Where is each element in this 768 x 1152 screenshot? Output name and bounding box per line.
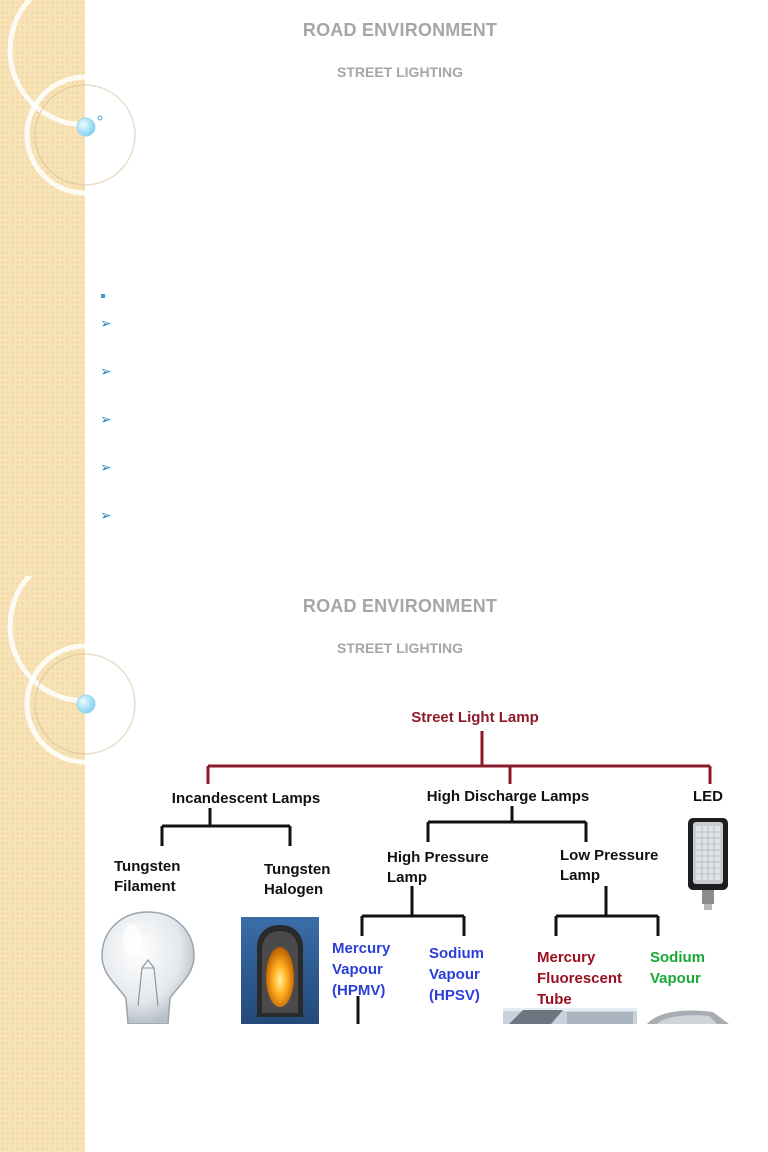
arrow-bullet-icon: ➢: [100, 363, 112, 379]
hpsv-label-line1: Sodium: [429, 945, 484, 962]
slide-title: ROAD ENVIRONMENT: [302, 596, 498, 616]
tungsten-filament-label-line1: Tungsten: [114, 858, 180, 875]
mercury-fluorescent-label-line1: Mercury: [537, 949, 596, 966]
high-pressure-label-line1: High Pressure: [387, 849, 489, 866]
arrow-bullet-icon: ➢: [100, 459, 112, 475]
sodium-lamp-image: [643, 1008, 735, 1024]
tungsten-halogen-label-line2: Halogen: [264, 881, 323, 898]
sodium-vapour-label-line1: Sodium: [650, 949, 705, 966]
mercury-fluorescent-label-line2: Fluorescent: [537, 970, 622, 987]
branch-connectors: [160, 806, 660, 1024]
sodium-vapour-label-line2: Vapour: [650, 970, 701, 987]
slide-subtitle: STREET LIGHTING: [337, 640, 463, 656]
tungsten-filament-label-line2: Filament: [114, 878, 176, 895]
hpsv-label-line3: (HPSV): [429, 987, 480, 1004]
low-pressure-label-line2: Lamp: [560, 867, 600, 884]
hpmv-label-line2: Vapour: [332, 961, 383, 978]
low-pressure-label-line1: Low Pressure: [560, 847, 658, 864]
slide-2: ROAD ENVIRONMENT STREET LIGHTING: [0, 576, 768, 1152]
led-lamp-image: [688, 818, 728, 910]
hpmv-label-line3: (HPMV): [332, 982, 385, 999]
root-label: Street Light Lamp: [411, 709, 539, 726]
lightbulb-image: [101, 911, 195, 1024]
street-lamp-hierarchy-diagram: Street Light Lamp Incandescent Lamps Hig…: [114, 709, 723, 1024]
led-label: LED: [693, 788, 723, 805]
halogen-lamp-image: [241, 917, 319, 1024]
mercury-fluorescent-label-line3: Tube: [537, 991, 572, 1008]
tungsten-halogen-label-line1: Tungsten: [264, 861, 330, 878]
bubble-icon: [76, 115, 103, 137]
high-pressure-label-line2: Lamp: [387, 869, 427, 886]
arrow-bullet-icon: ➢: [100, 411, 112, 427]
slide-title: ROAD ENVIRONMENT: [302, 20, 498, 40]
bubble-icon: [76, 694, 96, 714]
incandescent-label: Incandescent Lamps: [172, 790, 320, 807]
hpsv-label-line2: Vapour: [429, 966, 480, 983]
arrow-bullet-icon: ➢: [100, 315, 112, 331]
hpmv-label-line1: Mercury: [332, 940, 391, 957]
slide-1: ROAD ENVIRONMENT STREET LIGHTING ➢ ➢ ➢ ➢…: [0, 0, 498, 576]
arrow-bullet-icon: ➢: [100, 507, 112, 523]
high-discharge-label: High Discharge Lamps: [427, 788, 590, 805]
root-connectors: [206, 731, 712, 784]
slide-subtitle: STREET LIGHTING: [337, 64, 463, 80]
fluorescent-fitting-image: [503, 1008, 637, 1024]
square-bullet-icon: [101, 294, 105, 298]
